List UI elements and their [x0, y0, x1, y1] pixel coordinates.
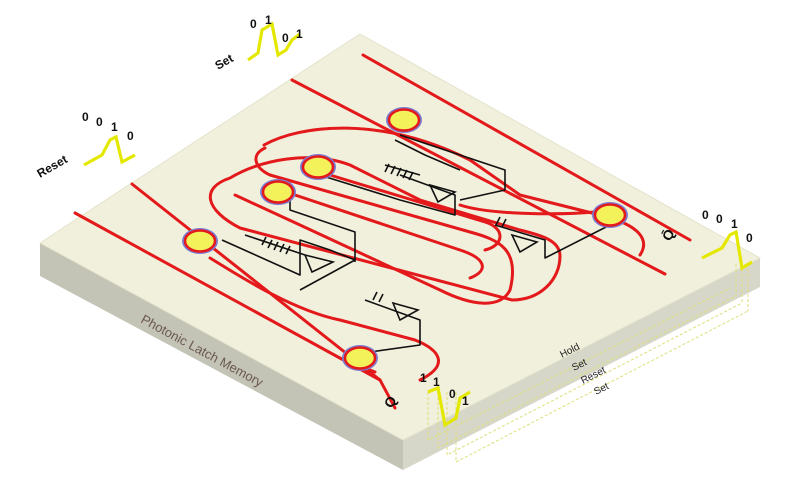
board-top-face [39, 33, 762, 441]
ring-resonators [182, 107, 628, 371]
q-bit-2: 1 [433, 375, 440, 389]
reset-bit-1: 0 [82, 110, 89, 124]
ring-left [182, 228, 218, 254]
waveguide-to-right-ring [458, 203, 597, 216]
reset-bit-3: 1 [111, 120, 118, 134]
ring-mid-center [300, 154, 336, 180]
board-right-face [403, 258, 760, 470]
ring-right [592, 202, 628, 228]
set-waveform [247, 21, 301, 62]
waveguide-set-bus-2 [361, 53, 692, 242]
reset-bit-2: 0 [96, 115, 103, 129]
waveguide-inner-2 [318, 170, 502, 252]
circuit-right-loop [494, 224, 611, 259]
amplifier-bottom [391, 301, 421, 322]
detector-symbols [261, 163, 507, 303]
amplifiers [303, 183, 540, 322]
q-bits: 1 1 0 1 [420, 371, 469, 408]
reset-label: Reset [35, 152, 70, 180]
circuit-center-wire [384, 164, 421, 176]
waveguide-q-path [208, 256, 440, 382]
amplifier-center [428, 183, 458, 204]
q-waveform [427, 385, 471, 428]
circuit-top-loop [399, 134, 506, 201]
circuit-center-loop [309, 171, 456, 216]
waveguide-set-bus-1 [290, 78, 667, 276]
set-bit-1: 0 [250, 17, 257, 31]
reset-bit-4: 0 [127, 129, 134, 143]
circuit-left-loop [221, 239, 356, 291]
circuit-top-wire [394, 139, 461, 171]
circuit-left-wire [244, 234, 306, 256]
q-bar-bits: 0 0 1 0 [702, 208, 753, 245]
waveguide-loop-1 [208, 156, 562, 302]
reset-waveform [83, 134, 136, 167]
waveguide-reset-bus-2 [130, 182, 382, 382]
q-bit-1: 1 [420, 371, 427, 385]
q-bar-bit-2: 0 [716, 212, 723, 226]
q-bar-bit-3: 1 [731, 217, 738, 231]
q-bit-4: 1 [462, 394, 469, 408]
amplifier-left [303, 253, 336, 274]
amplifier-right [510, 233, 540, 254]
set-bit-2: 1 [265, 13, 272, 27]
ring-top [386, 107, 422, 133]
set-label: Set [213, 51, 236, 72]
set-bits: 0 1 0 1 [250, 13, 303, 45]
ring-mid-left [260, 179, 296, 205]
set-bit-3: 0 [282, 31, 289, 45]
q-bar-waveform [701, 229, 753, 271]
q-bar-bit-1: 0 [702, 208, 709, 222]
waveguide-inner-1 [278, 188, 484, 280]
q-bit-3: 0 [449, 387, 456, 401]
signal-waveforms [83, 21, 753, 428]
set-bit-4: 1 [296, 27, 303, 41]
circuit-bottom-loop [364, 299, 421, 353]
reset-bits: 0 0 1 0 [82, 110, 134, 143]
board-front-face [40, 243, 403, 470]
waveguide-loop-2 [233, 146, 515, 305]
timing-guide-lines [427, 264, 749, 463]
q-bar-bit-4: 0 [746, 231, 753, 245]
ring-bottom [342, 345, 378, 371]
